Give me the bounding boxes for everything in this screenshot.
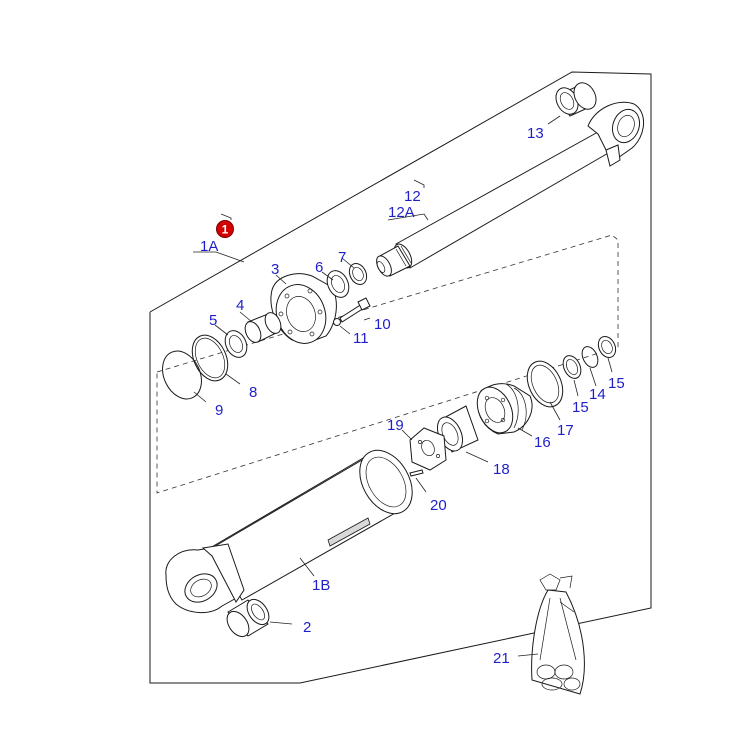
rod-seal <box>326 270 350 298</box>
callout-15-left: 15 <box>572 399 589 416</box>
set-screw <box>409 469 424 477</box>
callout-14: 14 <box>589 386 606 403</box>
piston-rod <box>395 131 611 269</box>
callout-16: 16 <box>534 434 551 451</box>
assembly-frame <box>149 71 652 684</box>
cylinder-head <box>270 273 337 344</box>
leader-lines <box>193 115 613 657</box>
callout-6: 6 <box>315 259 323 276</box>
callout-7: 7 <box>338 249 346 266</box>
piston-ring-b <box>581 346 599 368</box>
tube-nameplate <box>327 517 371 547</box>
bottom-bushing <box>226 598 270 638</box>
o-ring <box>191 334 229 382</box>
callout-2: 2 <box>303 619 311 636</box>
callout-10: 10 <box>374 316 391 333</box>
callout-15-right: 15 <box>608 375 625 392</box>
callout-3: 3 <box>271 261 279 278</box>
assembly-badge: 1 <box>216 220 234 238</box>
callout-17: 17 <box>557 422 574 439</box>
callout-20: 20 <box>430 497 447 514</box>
callout-19: 19 <box>387 417 404 434</box>
subassembly-dashed-frame <box>156 234 619 494</box>
cylinder-tube <box>165 449 413 613</box>
snap-ring <box>224 330 248 358</box>
callout-11: 11 <box>353 330 369 347</box>
badge-circle <box>216 220 234 238</box>
piston-ring-c <box>597 335 617 359</box>
rod-eye-bushing <box>555 82 597 117</box>
callout-18: 18 <box>493 461 510 478</box>
callout-8: 8 <box>249 384 257 401</box>
callout-labels: 1A 12 12A 13 3 6 7 4 5 10 11 8 9 19 20 1… <box>200 125 625 667</box>
badge-number: 1 <box>222 223 229 237</box>
backup-ring <box>162 350 202 400</box>
lock-washer <box>333 318 341 326</box>
piston-nut <box>409 427 447 471</box>
head-bushing <box>244 312 282 343</box>
callout-9: 9 <box>215 402 223 419</box>
callout-4: 4 <box>236 297 244 314</box>
callout-1a: 1A <box>200 238 218 255</box>
callout-12a: 12A <box>388 204 415 221</box>
callout-12: 12 <box>404 188 421 205</box>
piston <box>476 383 533 435</box>
wear-ring <box>526 360 564 408</box>
callout-21: 21 <box>493 650 510 667</box>
dust-seal <box>348 262 368 286</box>
callout-5: 5 <box>209 312 217 329</box>
callout-13: 13 <box>527 125 544 142</box>
head-bolt <box>339 297 371 323</box>
piston-ring-a <box>562 355 582 379</box>
callout-1b: 1B <box>312 577 330 594</box>
seal-kit-bag <box>531 573 585 695</box>
piston-rod-assembly <box>376 82 644 277</box>
